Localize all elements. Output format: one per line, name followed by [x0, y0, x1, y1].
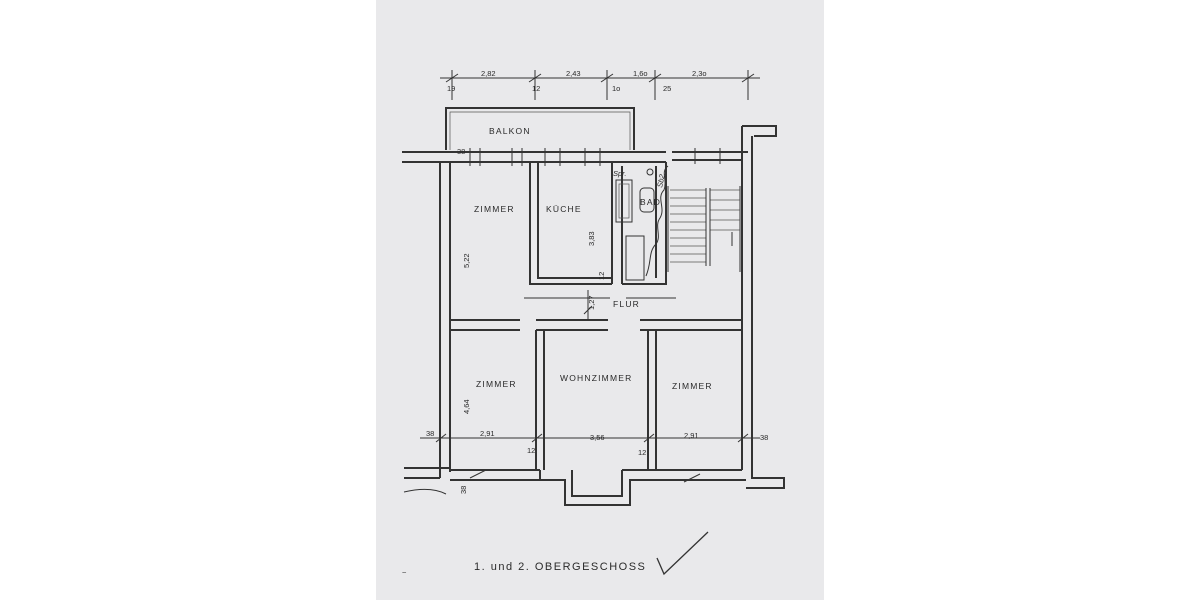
- room-label-balkon: BALKON: [489, 126, 531, 136]
- dim-top-10: 1o: [612, 84, 620, 93]
- room-label-zimmer-top: ZIMMER: [474, 204, 515, 214]
- room-label-flur: FLUR: [613, 299, 640, 309]
- floor-caption: 1. und 2. OBERGESCHOSS: [474, 561, 646, 573]
- dim-top-25: 25: [663, 84, 671, 93]
- dim-top-160: 1,6o: [633, 69, 648, 78]
- dim-bottom-291-right: 2,91: [684, 431, 699, 440]
- dim-top-19: 19: [447, 84, 455, 93]
- check-mark: [656, 531, 709, 576]
- dim-balkon-38: 38: [457, 147, 465, 156]
- handwritten-signature: Sb2.: [655, 171, 667, 188]
- dim-flur-127: 1,27: [587, 295, 596, 310]
- staircase: [667, 186, 741, 272]
- top-window-ticks: [469, 148, 721, 166]
- handwritten-signature-mark: [645, 165, 669, 277]
- outer-walls: [402, 125, 785, 506]
- balcony-outline: [445, 107, 635, 150]
- stray-mark: ~: [402, 568, 407, 577]
- dim-bottom-38-low: 38: [459, 486, 468, 494]
- dim-top-230: 2,3o: [692, 69, 707, 78]
- dimension-ticks: [420, 305, 760, 483]
- interior-walls: [450, 162, 742, 470]
- dim-kueche-383: 3,83: [587, 231, 596, 246]
- dim-top-243: 2,43: [566, 69, 581, 78]
- dim-zimmer-522: 5,22: [462, 253, 471, 268]
- room-label-kueche: KÜCHE: [546, 204, 582, 214]
- bathroom-fixtures: [615, 168, 655, 281]
- room-label-zimmer-right: ZIMMER: [672, 381, 713, 391]
- dim-bottom-291-left: 2,91: [480, 429, 495, 438]
- dim-bottom-356: 3,56: [590, 433, 605, 442]
- dim-bottom-38-right: 38: [760, 433, 768, 442]
- dim-bottom-38-left: 38: [426, 429, 434, 438]
- room-label-bad: BAD: [640, 197, 661, 207]
- room-label-wohnzimmer: WOHNZIMMER: [560, 373, 632, 383]
- room-label-spr: Spr.: [613, 169, 626, 178]
- room-label-zimmer-left: ZIMMER: [476, 379, 517, 389]
- dim-kueche-12: 12: [597, 272, 606, 280]
- dim-top-282: 2,82: [481, 69, 496, 78]
- dim-zimmer-464: 4,64: [462, 399, 471, 414]
- dim-top-12: 12: [532, 84, 540, 93]
- dim-bottom-12-b: 12: [638, 448, 646, 457]
- top-dimension-chain: [440, 70, 760, 100]
- dim-bottom-12-a: 12: [527, 446, 535, 455]
